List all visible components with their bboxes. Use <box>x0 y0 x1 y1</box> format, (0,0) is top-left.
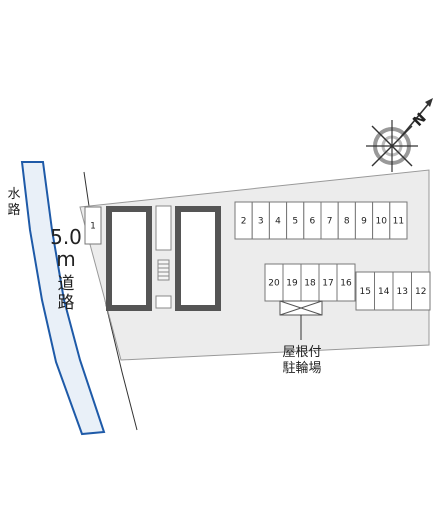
parking-slot-number: 18 <box>304 279 316 289</box>
waterway-label-2: 路 <box>7 202 20 218</box>
parking-slot-number: 19 <box>286 279 298 289</box>
parking-slot-number: 15 <box>360 287 371 297</box>
compass-n-label: N <box>410 110 430 130</box>
parking-slot-number: 17 <box>322 279 333 289</box>
parking-slot: 11 <box>389 201 408 240</box>
parking-slot: 10 <box>372 201 391 240</box>
parking-slot-box <box>84 206 102 245</box>
stair-icon <box>157 259 170 281</box>
parking-slot: 5 <box>286 201 305 240</box>
parking-slot-number: 13 <box>397 287 408 297</box>
parking-slot: 20 <box>264 263 284 302</box>
road-name-label-2: 路 <box>58 293 75 313</box>
parking-slot: 19 <box>282 263 302 302</box>
compass-icon: N <box>366 98 433 172</box>
parking-slot-number: 1 <box>90 222 96 232</box>
parking-slot: 8 <box>337 201 356 240</box>
waterway <box>20 161 106 436</box>
parking-slot: 18 <box>300 263 320 302</box>
parking-slot: 16 <box>336 263 356 302</box>
building-left <box>106 206 152 311</box>
parking-slot-number: 2 <box>241 217 247 227</box>
parking-slot-number: 12 <box>415 287 426 297</box>
parking-slot: 4 <box>268 201 288 240</box>
parking-slot-box <box>336 263 356 302</box>
parking-slot-number: 8 <box>344 217 350 227</box>
parking-slot: 17 <box>318 263 338 302</box>
parking-slot: 13 <box>392 271 412 311</box>
parking-slot-number: 7 <box>327 217 333 227</box>
parking-slot-number: 11 <box>393 217 404 227</box>
roof-label-line2: 駐輪場 <box>282 360 321 376</box>
parking-slot-box <box>411 271 431 311</box>
parking-slot-number: 16 <box>340 279 352 289</box>
parking-slot-number: 20 <box>268 279 280 289</box>
road-width-label: 5.0 <box>50 225 82 249</box>
parking-slot: 3 <box>251 201 270 240</box>
parking-slot: 1 <box>84 206 102 245</box>
walkway <box>155 205 172 309</box>
parking-slot: 12 <box>411 271 431 311</box>
road-unit-label: m <box>56 247 75 271</box>
parking-slot: 7 <box>320 201 339 240</box>
parking-slot-number: 6 <box>310 217 316 227</box>
parking-slot-number: 9 <box>361 217 367 227</box>
parking-slot: 9 <box>354 201 374 240</box>
parking-slot-number: 10 <box>375 217 387 227</box>
building-right <box>175 206 221 311</box>
bicycle-shelter <box>279 300 323 316</box>
parking-slot: 14 <box>374 271 394 311</box>
parking-slot: 2 <box>234 201 253 240</box>
waterway-label-1: 水 <box>7 187 20 202</box>
parking-slot: 15 <box>355 271 375 311</box>
roof-label-line1: 屋根付 <box>282 345 321 360</box>
road-name-label-1: 道 <box>58 274 75 294</box>
parking-slot-box <box>389 201 408 240</box>
parking-slot: 6 <box>303 201 322 240</box>
parking-slot-number: 3 <box>258 217 264 227</box>
parking-slot-number: 4 <box>275 217 281 227</box>
parking-slot-number: 14 <box>378 287 390 297</box>
parking-slot-number: 5 <box>292 217 298 227</box>
